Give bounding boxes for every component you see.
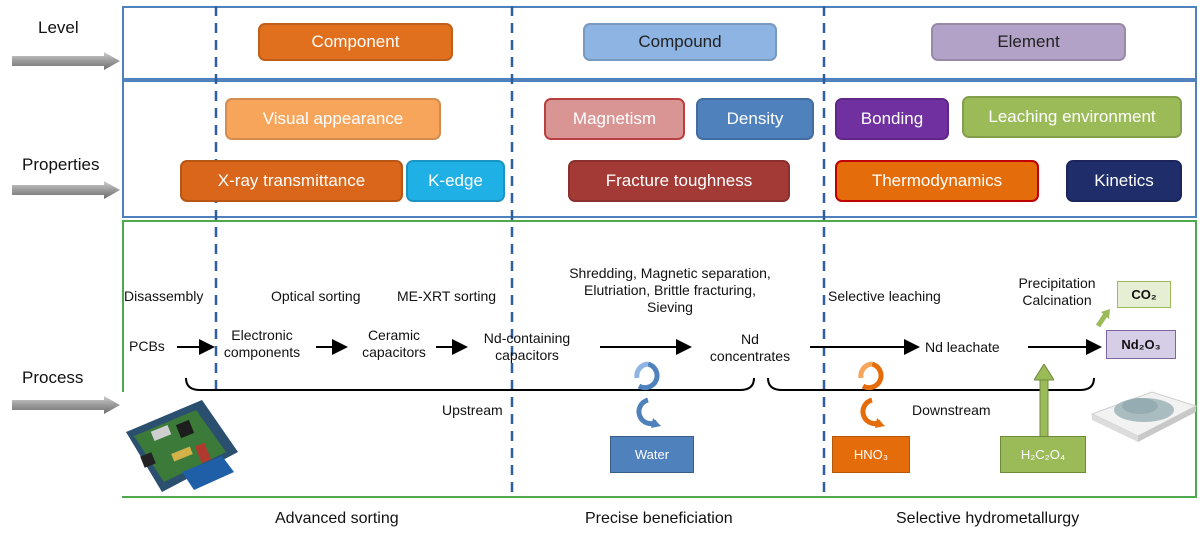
process-arrow-icon [12, 396, 120, 414]
upstream-label: Upstream [442, 402, 503, 418]
fracture-toughness-box: Fracture toughness [568, 160, 790, 202]
nd-capacitors-node: Nd-containing capacitors [468, 330, 586, 364]
properties-arrow-icon [12, 181, 120, 199]
thermodynamics-box: Thermodynamics [835, 160, 1039, 202]
shredding-line-2: Elutriation, Brittle fracturing, [584, 282, 756, 298]
selective-hydrometallurgy-label: Selective hydrometallurgy [896, 510, 1080, 527]
disassembly-label: Disassembly [124, 288, 204, 304]
process-panel [122, 220, 1197, 498]
shredding-label: Shredding, Magnetic separation, Elutriat… [540, 265, 800, 316]
density-box: Density [696, 98, 814, 140]
concentrates-text: concentrates [709, 348, 791, 364]
precise-beneficiation-label: Precise beneficiation [585, 510, 733, 527]
properties-panel [122, 80, 1197, 218]
level-arrow-icon [12, 52, 120, 70]
advanced-sorting-label: Advanced sorting [275, 510, 399, 527]
level-row-label: Level [38, 18, 79, 37]
k-edge-box: K-edge [406, 160, 505, 202]
ceramic-text: Ceramic [367, 327, 421, 343]
nd-text: Nd [741, 331, 759, 347]
compound-level-box: Compound [583, 23, 777, 61]
ceramic-capacitors-node: Ceramic capacitors [354, 327, 434, 361]
pcb-photo [122, 392, 240, 496]
shredding-line-1: Shredding, Magnetic separation, [569, 265, 771, 281]
nd-capacitors-text: capacitors [495, 347, 559, 363]
nd-concentrates-node: Nd concentrates [698, 331, 802, 365]
nd2o3-powder-photo [1090, 391, 1198, 442]
component-level-box: Component [258, 23, 453, 61]
nd-leachate-node: Nd leachate [925, 339, 1000, 355]
xray-transmittance-box: X-ray transmittance [180, 160, 403, 202]
selective-leaching-label: Selective leaching [828, 288, 941, 304]
optical-sorting-label: Optical sorting [271, 288, 361, 304]
components-text: components [223, 344, 301, 360]
properties-row-label: Properties [22, 155, 100, 174]
electronic-components-node: Electronic components [218, 327, 306, 361]
h2c2o4-up-arrow-icon [1034, 364, 1054, 438]
calcination-text: Calcination [1022, 292, 1092, 308]
bonding-box: Bonding [835, 98, 949, 140]
co2-box: CO₂ [1117, 281, 1171, 308]
visual-appearance-box: Visual appearance [225, 98, 441, 140]
electronic-text: Electronic [231, 327, 293, 343]
h2c2o4-box: H₂C₂O₄ [1000, 436, 1086, 473]
me-xrt-sorting-label: ME-XRT sorting [397, 288, 497, 304]
nd-containing-text: Nd-containing [483, 330, 571, 346]
kinetics-box: Kinetics [1066, 160, 1182, 202]
magnetism-box: Magnetism [544, 98, 685, 140]
capacitors-text: capacitors [362, 344, 426, 360]
precipitation-text: Precipitation [1018, 275, 1096, 291]
process-row-label: Process [22, 368, 84, 387]
hno3-box: HNO₃ [832, 436, 910, 473]
pcbs-node: PCBs [129, 338, 165, 354]
precipitation-calcination-label: Precipitation Calcination [1005, 275, 1109, 309]
hno3-recycle-icon [858, 361, 885, 428]
water-recycle-icon [634, 361, 661, 428]
water-box: Water [610, 436, 694, 473]
downstream-label: Downstream [912, 402, 991, 418]
nd2o3-box: Nd₂O₃ [1106, 330, 1176, 359]
element-level-box: Element [931, 23, 1126, 61]
shredding-line-3: Sieving [647, 299, 693, 315]
leaching-environment-box: Leaching environment [962, 96, 1182, 138]
level-panel [122, 6, 1197, 80]
